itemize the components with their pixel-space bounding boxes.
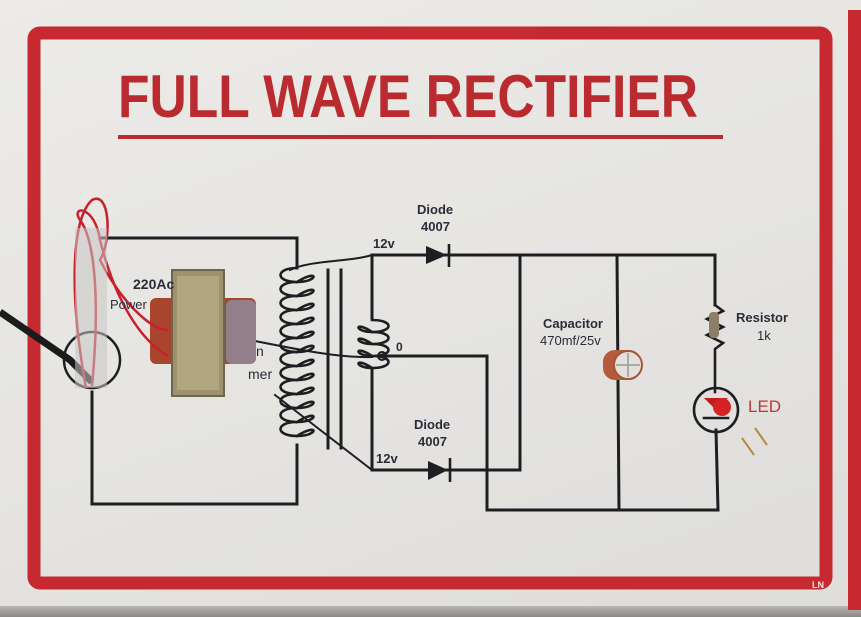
led-component (704, 398, 731, 416)
capacitor-name: Capacitor (543, 316, 603, 331)
secondary-coil (357, 318, 390, 370)
center-tap-wire (378, 354, 720, 512)
power-word-label: Power (110, 297, 147, 312)
diode-top-name: Diode (417, 202, 454, 217)
cross-wire-bottom (273, 393, 374, 472)
bottom-diode-wire (370, 253, 522, 472)
footer-mark: LN (812, 580, 824, 590)
capacitor-component (603, 350, 643, 380)
primary-wire (98, 236, 299, 270)
diode-top-symbol (426, 244, 451, 267)
diode-bottom-name: Diode (414, 417, 451, 432)
transformer-label-partial: n (256, 343, 264, 359)
transformer-label-partial-2: mer (248, 366, 273, 382)
led-to-ground (714, 428, 720, 512)
center-tap-dot (377, 351, 387, 361)
cross-wire-top (288, 253, 374, 272)
diode-top-part: 4007 (421, 219, 450, 234)
led-light-rays (741, 427, 768, 456)
top-tap-label: 12v (373, 236, 395, 251)
resistor-component (709, 312, 719, 338)
right-edge-strip (848, 10, 861, 610)
table-edge (0, 606, 861, 617)
diode-bottom-symbol (428, 458, 452, 482)
center-tap-label: 0 (396, 340, 403, 354)
cross-wire-mid (248, 338, 374, 359)
resistor-name: Resistor (736, 310, 789, 325)
primary-coil (279, 266, 315, 438)
diode-bottom-part: 4007 (418, 434, 447, 449)
input-wires (0, 197, 169, 389)
led-symbol-circle (692, 386, 740, 434)
capacitor-branch (615, 253, 621, 512)
led-name: LED (748, 397, 782, 416)
transformer-component (150, 269, 256, 397)
capacitor-value: 470mf/25v (540, 333, 601, 348)
poster-title: FULL WAVE RECTIFIER (118, 63, 699, 130)
top-rail (370, 253, 717, 307)
resistor-value: 1k (757, 328, 771, 343)
bottom-tap-label: 12v (376, 451, 398, 466)
primary-wire-bottom (90, 390, 299, 506)
power-input-label: 220Ac (133, 276, 175, 292)
red-frame (27, 26, 833, 590)
